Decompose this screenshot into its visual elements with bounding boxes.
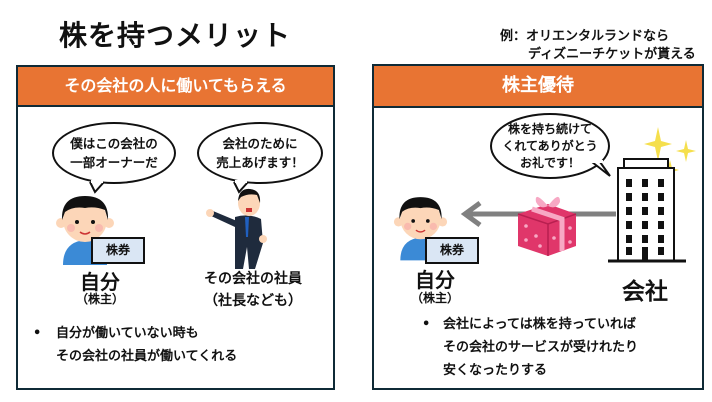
bubble-line: くれてありがとう: [502, 138, 598, 153]
example-note-line2: ディズニーチケットが貰える: [528, 47, 696, 62]
bubble-tail: [233, 180, 249, 194]
bubble-line: お礼です！: [519, 155, 580, 170]
stock-certificate: 株券: [91, 237, 145, 264]
bullet-line: 会社によっては株を持っていれば: [443, 317, 637, 332]
panel-header: 株主優待: [374, 66, 702, 108]
page-title: 株を持つメリット: [58, 19, 291, 52]
speech-bubble-self: 僕はこの会社の 一部オーナーだ: [52, 122, 176, 184]
employee-businessman-icon: [206, 188, 267, 269]
speech-bubble-employee: 会社のために 売上あげます！: [197, 122, 323, 184]
bullet-mark: •: [33, 326, 42, 341]
bullet-line: その会社の社員が働いてくれる: [56, 349, 238, 364]
bubble-line: 僕はこの会社の: [70, 136, 158, 151]
bullet-text: 自分が働いていない時も その会社の社員が働いてくれる: [56, 322, 237, 368]
bullet-mark: •: [422, 317, 431, 332]
bubble-tail: [591, 160, 611, 177]
bubble-tail: [89, 180, 105, 194]
example-note-line1: 例：オリエンタルランドなら: [500, 29, 670, 44]
speech-bubble-company: 株を持ち続けて くれてありがとう お礼です！: [490, 113, 610, 179]
company-building-icon: [608, 127, 696, 263]
bullet-line: 安くなったりする: [443, 363, 548, 378]
self-label: 自分: [80, 270, 120, 294]
self-label: 自分: [415, 268, 455, 292]
gift-box-icon: [517, 196, 577, 256]
bullet-text: 会社によっては株を持っていれば その会社のサービスが受けれたり 安くなったりする: [443, 313, 638, 382]
bubble-line: 売上あげます！: [216, 155, 304, 170]
bubble-line: 会社のために: [222, 136, 298, 151]
bullet-line: その会社のサービスが受けれたり: [443, 340, 639, 355]
panel-header: その会社の人に働いてもらえる: [18, 67, 333, 107]
company-label: 会社: [622, 279, 668, 305]
self-sublabel: （株主）: [75, 292, 124, 306]
bullet-line: 自分が働いていない時も: [56, 326, 199, 341]
bubble-line: 一部オーナーだ: [70, 155, 158, 170]
employee-label: その会社の社員: [204, 271, 302, 287]
stock-certificate: 株券: [425, 237, 479, 264]
self-sublabel: （株主）: [410, 291, 459, 305]
bubble-line: 株を持ち続けて: [507, 121, 592, 136]
employee-sublabel: （社長なども）: [204, 293, 302, 309]
